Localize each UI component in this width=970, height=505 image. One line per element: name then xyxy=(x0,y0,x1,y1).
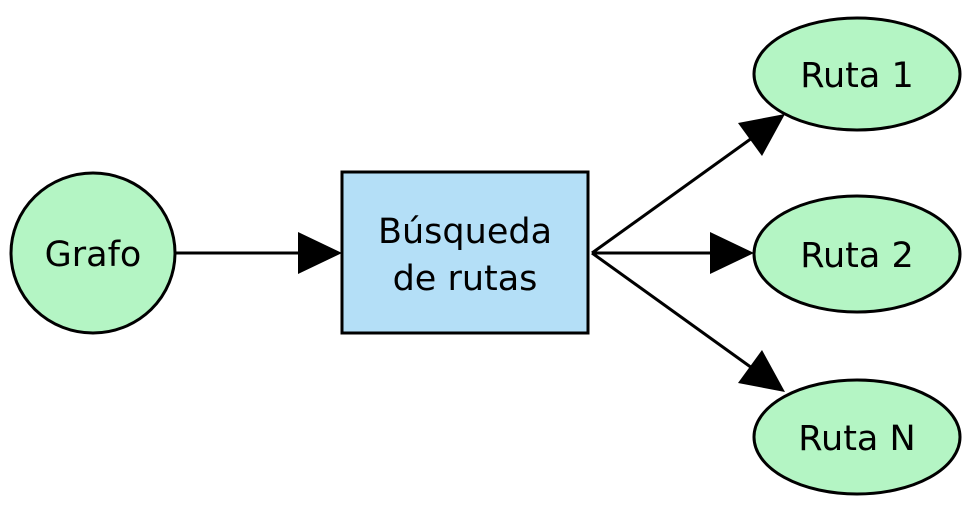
edge-graph-to-search xyxy=(176,232,342,274)
node-route-1-shape xyxy=(752,16,962,132)
node-route-2-label: Ruta 2 xyxy=(800,236,914,276)
arrowhead-icon xyxy=(738,350,785,392)
node-route-1-label: Ruta 1 xyxy=(800,56,914,96)
arrowhead-icon xyxy=(298,232,342,274)
edge-search-to-route1 xyxy=(591,114,785,255)
node-route-n-label: Ruta N xyxy=(798,419,915,459)
node-search-label-line1: Búsqueda xyxy=(378,212,552,252)
node-search: Búsqueda de rutas xyxy=(340,170,590,335)
node-route-2: Ruta 2 xyxy=(752,194,962,314)
edge-search-to-routeN xyxy=(591,251,785,392)
node-search-shape xyxy=(340,170,590,335)
node-graph-label: Grafo xyxy=(45,235,142,275)
arrowhead-icon xyxy=(738,114,785,156)
node-route-n: Ruta N xyxy=(752,378,962,496)
node-route-n-shape xyxy=(752,378,962,496)
node-graph: Grafo xyxy=(9,171,177,335)
node-route-2-shape xyxy=(752,194,962,314)
node-graph-shape xyxy=(9,171,177,335)
node-route-1: Ruta 1 xyxy=(752,16,962,132)
arrowhead-icon xyxy=(710,232,754,274)
edge-search-to-route2 xyxy=(592,232,754,274)
node-search-label-line2: de rutas xyxy=(393,259,538,299)
